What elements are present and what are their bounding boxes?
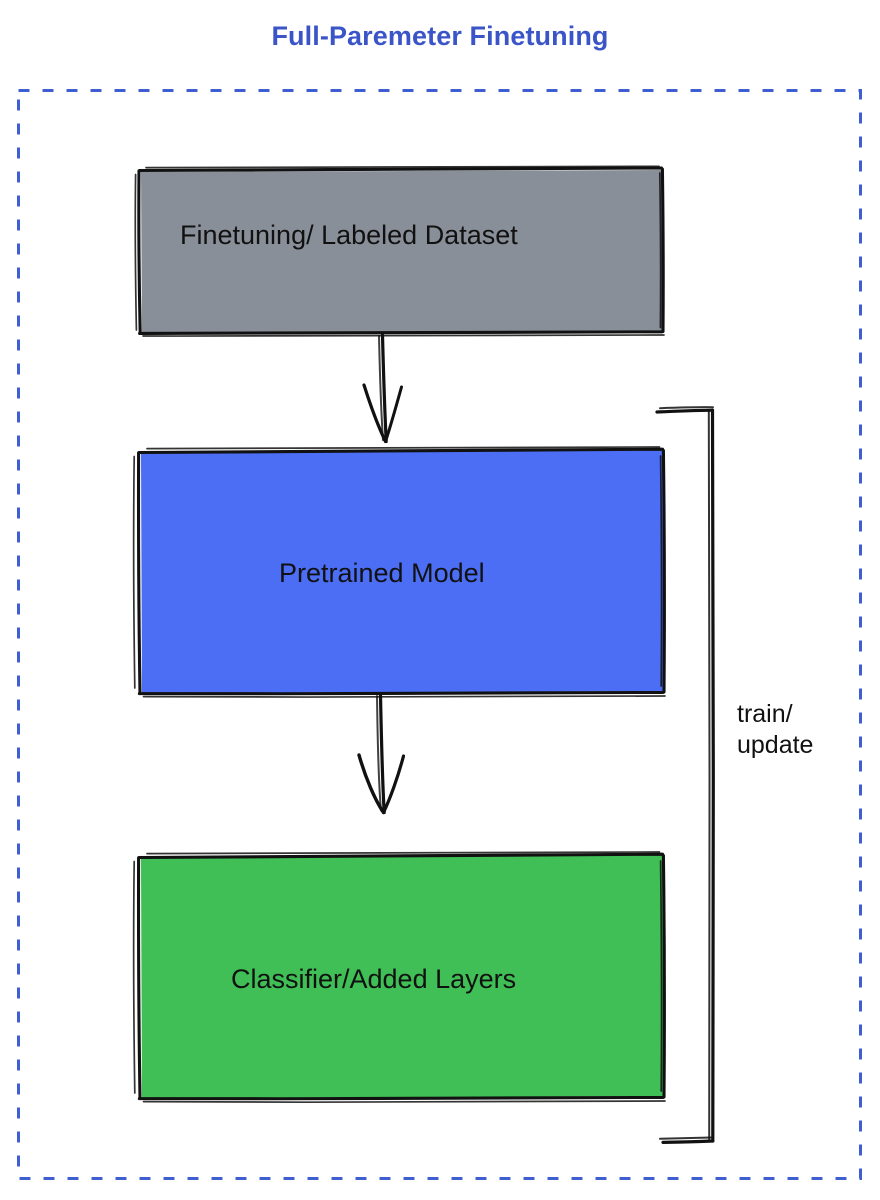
node-pretrained-label: Pretrained Model: [279, 558, 485, 588]
edge-pretrained-to-classifier-shaft: [378, 693, 386, 815]
edge-feedback-loop-vertical2: [707, 410, 711, 1141]
edge-feedback-loop-top: [655, 408, 715, 414]
node-classifier-fill: [141, 855, 664, 1098]
page-title: Full-Paremeter Finetuning: [271, 21, 609, 51]
edge-feedback-loop-vertical: [710, 408, 715, 1143]
edge-feedback-loop-bottom: [661, 1139, 715, 1144]
edge-dataset-to-pretrained-shaft2: [378, 335, 384, 441]
node-classifier-outline-a: [137, 852, 666, 1101]
edge-feedback-loop-bottom2: [659, 1136, 713, 1140]
edge-pretrained-to-classifier-shaft2: [376, 695, 382, 812]
node-dataset[interactable]: [134, 165, 665, 338]
node-dataset-label: Finetuning/ Labeled Dataset: [180, 220, 518, 250]
edge-dataset-to-pretrained-head-left: [362, 383, 388, 444]
node-pretrained-outline-a: [137, 447, 666, 696]
edge-pretrained-to-classifier-head-right: [381, 754, 406, 815]
node-dataset-fill: [141, 170, 663, 333]
edge-pretrained-to-classifier-head-left: [357, 753, 386, 815]
edge-feedback-loop-top2: [659, 406, 714, 410]
edge-dataset-to-pretrained-head-right: [384, 385, 403, 443]
edge-feedback-loop: [655, 406, 715, 1144]
edge-pretrained-to-classifier: [357, 693, 406, 815]
dashed-frame: [17, 89, 862, 1180]
edge-feedback-loop-label: train/ update: [737, 700, 814, 759]
node-pretrained-fill: [141, 450, 664, 693]
node-dataset-outline-a: [137, 166, 665, 335]
edge-dataset-to-pretrained: [362, 333, 403, 444]
node-classifier-label: Classifier/Added Layers: [231, 964, 517, 994]
node-dataset-outline-b: [134, 165, 665, 338]
edge-dataset-to-pretrained-shaft: [380, 333, 388, 444]
